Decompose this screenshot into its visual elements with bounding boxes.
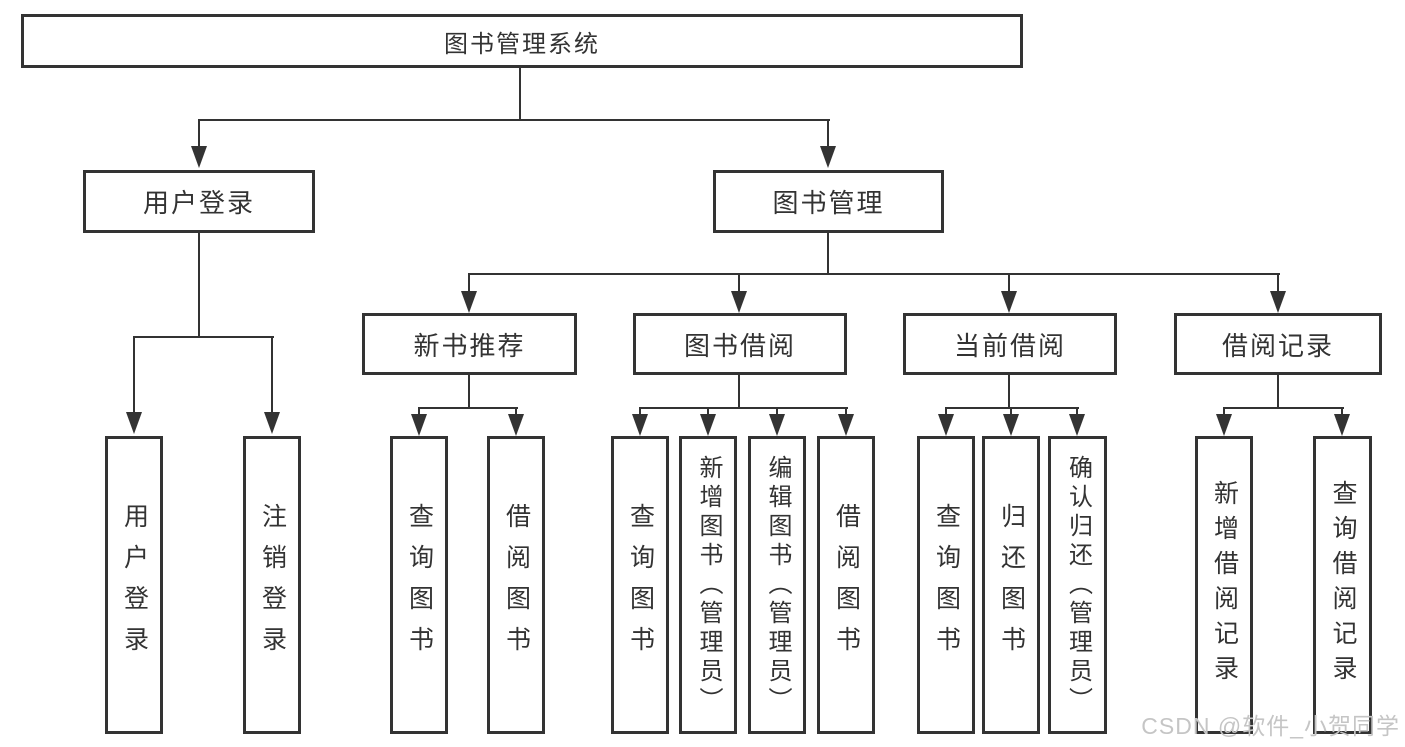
- leaf-newbook-borrow-books-label: 借阅图书: [502, 503, 531, 667]
- arrow-down-icon: [1069, 414, 1085, 436]
- leaf-records-query-borrow-record: 查询借阅记录: [1313, 436, 1372, 734]
- csdn-watermark: CSDN @软件_小贺同学: [1141, 713, 1400, 739]
- node-user-login-label: 用户登录: [142, 188, 255, 218]
- arrow-down-icon: [411, 414, 427, 436]
- node-borrow-records-label: 借阅记录: [1221, 330, 1334, 361]
- leaf-borrow-query-books: 查询图书: [611, 436, 669, 734]
- leaf-borrow-edit-books-admin-label: 编辑图书（管理员）: [764, 454, 791, 716]
- connector-line: [707, 407, 709, 417]
- arrow-down-icon: [731, 291, 747, 313]
- arrow-down-icon: [508, 414, 524, 436]
- node-current-borrow: 当前借阅: [903, 313, 1117, 375]
- connector-line: [133, 336, 135, 414]
- leaf-current-confirm-return-admin-label: 确认归还（管理员）: [1064, 454, 1092, 716]
- connector-line: [418, 407, 518, 409]
- leaf-borrow-edit-books-admin: 编辑图书（管理员）: [748, 436, 806, 734]
- connector-line: [198, 233, 200, 338]
- connector-line: [271, 336, 273, 414]
- leaf-user-login: 用户登录: [105, 436, 163, 734]
- leaf-records-query-borrow-record-label: 查询借阅记录: [1329, 480, 1357, 690]
- node-book-borrow: 图书借阅: [633, 313, 847, 375]
- node-new-book-recommend-label: 新书推荐: [413, 330, 526, 361]
- arrow-down-icon: [838, 414, 854, 436]
- node-book-management: 图书管理: [713, 170, 944, 233]
- connector-line: [845, 407, 847, 417]
- connector-line: [198, 119, 830, 121]
- connector-line: [519, 68, 521, 121]
- node-borrow-records: 借阅记录: [1174, 313, 1382, 375]
- node-book-management-label: 图书管理: [772, 188, 885, 218]
- leaf-borrow-borrow-books-label: 借阅图书: [832, 503, 861, 667]
- leaf-logout-login: 注销登录: [243, 436, 301, 734]
- connector-line: [468, 273, 470, 293]
- connector-line: [515, 407, 517, 417]
- arrow-down-icon: [820, 146, 836, 168]
- arrow-down-icon: [769, 414, 785, 436]
- arrow-down-icon: [1270, 291, 1286, 313]
- leaf-newbook-borrow-books: 借阅图书: [487, 436, 545, 734]
- leaf-current-query-books: 查询图书: [917, 436, 975, 734]
- connector-line: [468, 273, 1280, 275]
- arrow-down-icon: [700, 414, 716, 436]
- connector-line: [827, 119, 829, 147]
- connector-line: [827, 233, 829, 275]
- leaf-borrow-add-books-admin: 新增图书（管理员）: [679, 436, 737, 734]
- arrow-down-icon: [632, 414, 648, 436]
- connector-line: [198, 119, 200, 147]
- connector-line: [1010, 407, 1012, 417]
- arrow-down-icon: [461, 291, 477, 313]
- leaf-current-return-books-label: 归还图书: [997, 503, 1026, 667]
- leaf-records-add-borrow-record-label: 新增借阅记录: [1210, 480, 1239, 690]
- connector-line: [1076, 407, 1078, 417]
- connector-line: [1277, 375, 1279, 409]
- leaf-user-login-label: 用户登录: [120, 503, 149, 667]
- leaf-records-add-borrow-record: 新增借阅记录: [1195, 436, 1253, 734]
- node-new-book-recommend: 新书推荐: [362, 313, 577, 375]
- connector-line: [1223, 407, 1225, 417]
- node-root-label: 图书管理系统: [444, 30, 600, 58]
- node-current-borrow-label: 当前借阅: [953, 330, 1066, 361]
- leaf-logout-login-label: 注销登录: [258, 503, 287, 667]
- node-root: 图书管理系统: [21, 14, 1023, 68]
- leaf-borrow-add-books-admin-label: 新增图书（管理员）: [695, 454, 722, 716]
- connector-line: [1223, 407, 1344, 409]
- connector-line: [1008, 375, 1010, 409]
- arrow-down-icon: [191, 146, 207, 168]
- connector-line: [776, 407, 778, 417]
- connector-line: [418, 407, 420, 417]
- leaf-current-query-books-label: 查询图书: [932, 503, 961, 667]
- node-book-borrow-label: 图书借阅: [683, 330, 796, 361]
- arrow-down-icon: [264, 412, 280, 434]
- arrow-down-icon: [126, 412, 142, 434]
- leaf-current-return-books: 归还图书: [982, 436, 1040, 734]
- arrow-down-icon: [1001, 291, 1017, 313]
- connector-line: [1008, 273, 1010, 293]
- connector-line: [738, 375, 740, 409]
- arrow-down-icon: [938, 414, 954, 436]
- leaf-newbook-query-books: 查询图书: [390, 436, 448, 734]
- leaf-newbook-query-books-label: 查询图书: [405, 503, 434, 667]
- connector-line: [738, 273, 740, 293]
- connector-line: [1341, 407, 1343, 417]
- connector-line: [639, 407, 848, 409]
- node-user-login: 用户登录: [83, 170, 315, 233]
- connector-line: [639, 407, 641, 417]
- leaf-borrow-query-books-label: 查询图书: [626, 503, 655, 667]
- connector-line: [945, 407, 1079, 409]
- arrow-down-icon: [1216, 414, 1232, 436]
- connector-line: [468, 375, 470, 409]
- connector-line: [945, 407, 947, 417]
- leaf-current-confirm-return-admin: 确认归还（管理员）: [1048, 436, 1107, 734]
- leaf-borrow-borrow-books: 借阅图书: [817, 436, 875, 734]
- arrow-down-icon: [1003, 414, 1019, 436]
- connector-line: [1277, 273, 1279, 293]
- connector-line: [133, 336, 274, 338]
- arrow-down-icon: [1334, 414, 1350, 436]
